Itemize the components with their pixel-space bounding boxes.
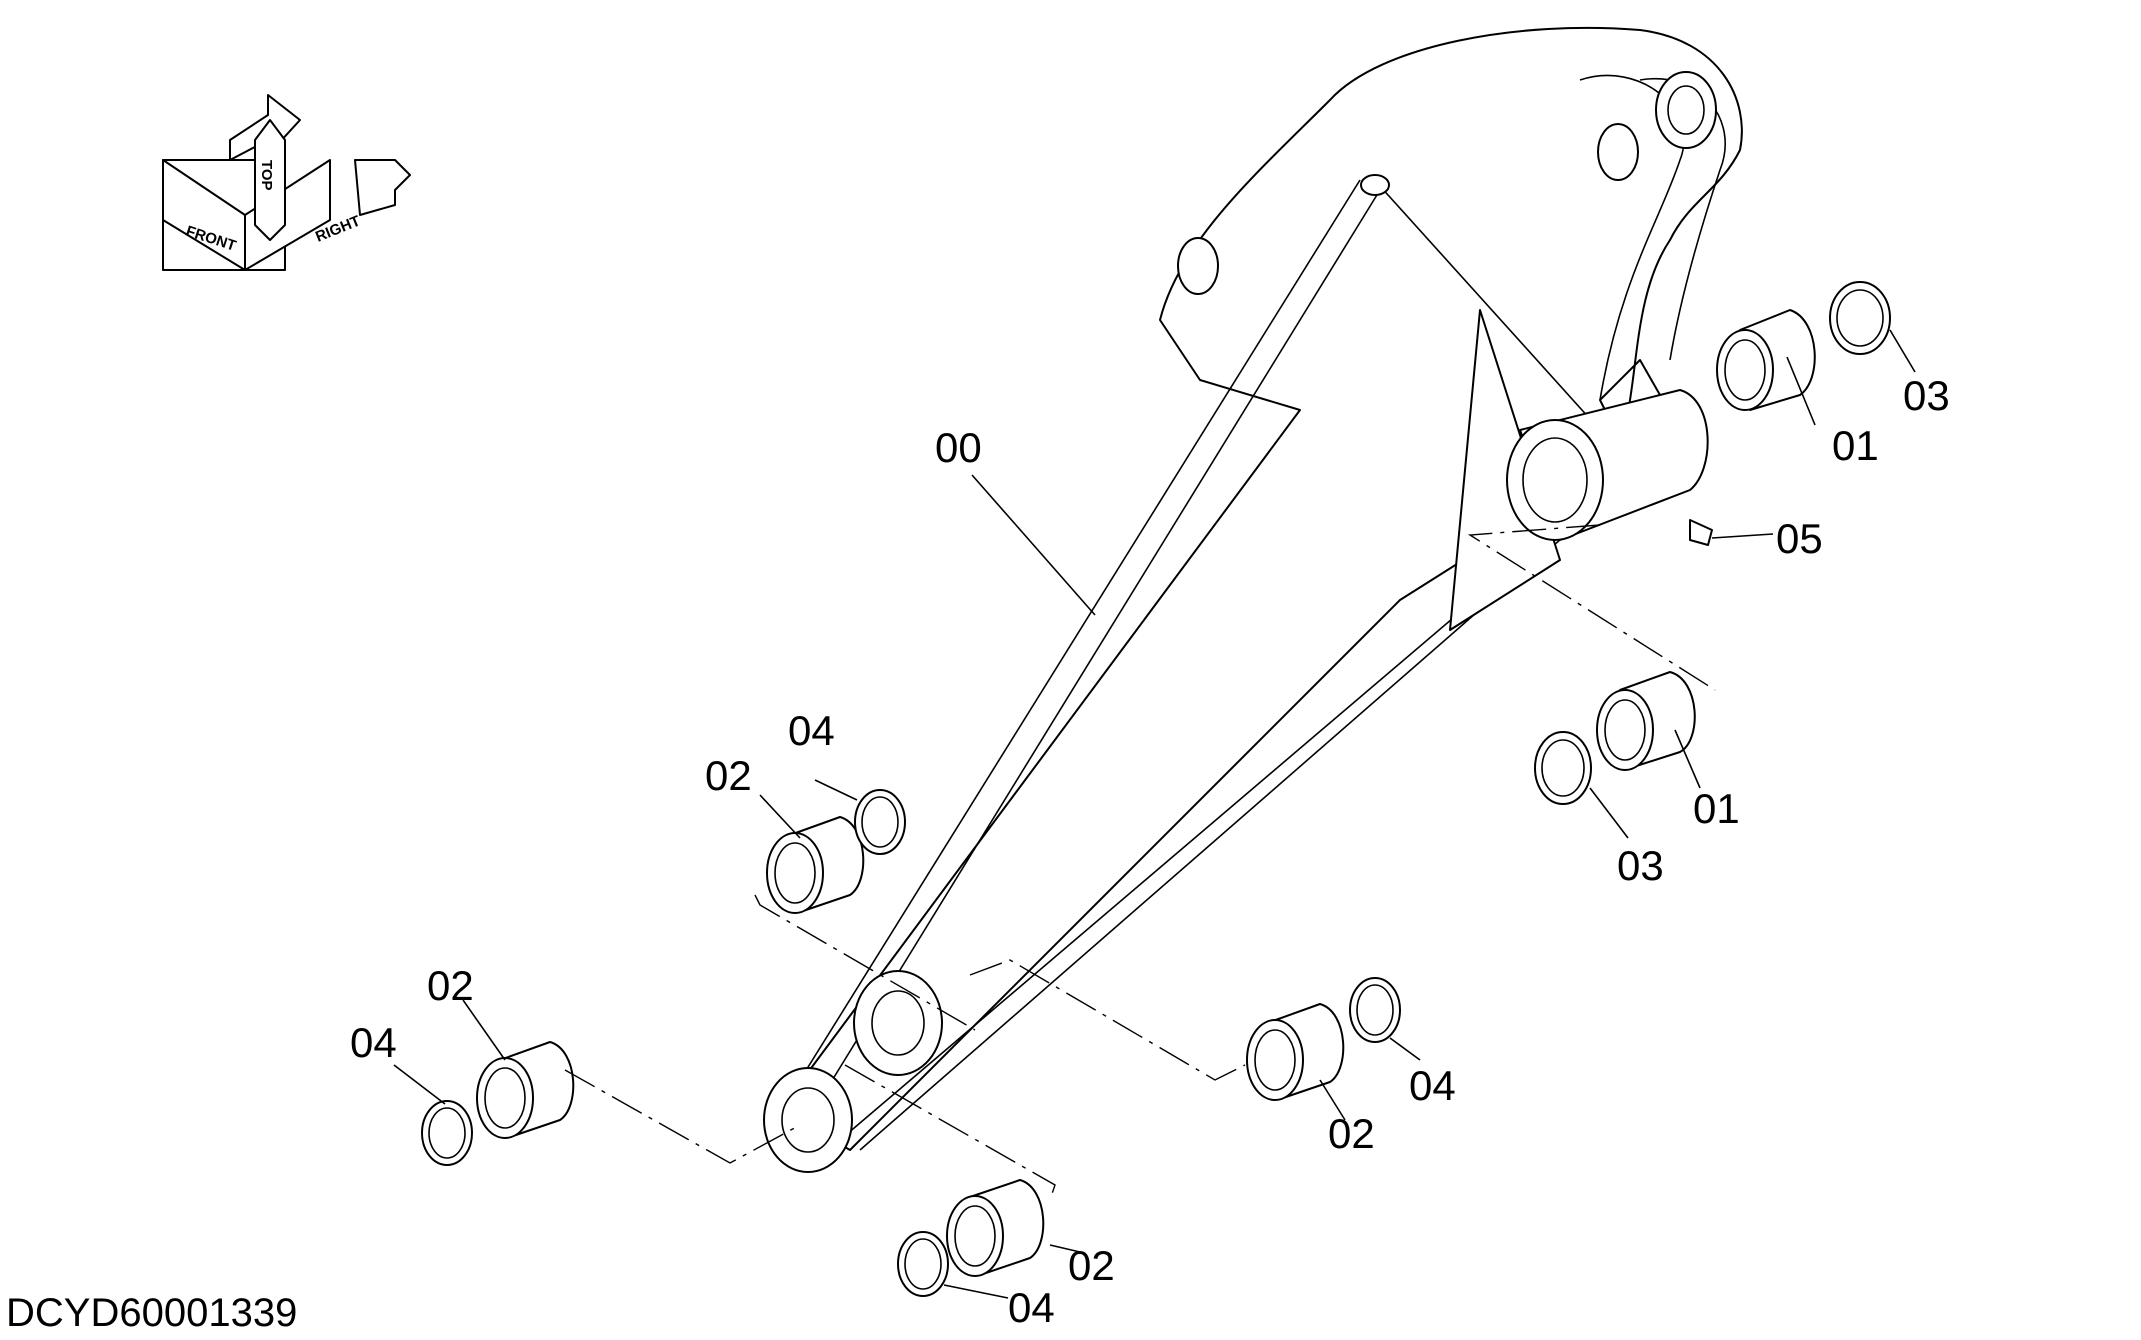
leader-00 xyxy=(971,474,1096,616)
callout-01-upper: 01 xyxy=(1832,422,1879,469)
bushing-right-lower xyxy=(1246,1003,1345,1101)
callout-02-bottom: 02 xyxy=(1068,1242,1115,1289)
callout-04-bottom: 04 xyxy=(1008,1284,1055,1331)
arm-edge-upper-inner xyxy=(819,189,1381,1101)
arm-hole-1 xyxy=(1177,237,1219,295)
callout-labels: 00 01 03 05 01 03 04 02 02 04 02 04 02 0… xyxy=(350,372,1950,1331)
leader-02-right xyxy=(1319,1079,1346,1121)
callout-03-upper: 03 xyxy=(1903,372,1950,419)
bushing-upper-right xyxy=(1716,309,1816,411)
leader-05 xyxy=(1711,533,1774,539)
shim-left-lower xyxy=(421,1100,473,1166)
bushing-right-middle xyxy=(1596,671,1696,771)
arm-boss-upper xyxy=(853,970,943,1076)
shim-upper-right xyxy=(1829,281,1891,355)
arm-top-lug xyxy=(1360,174,1390,196)
callout-02-right: 02 xyxy=(1328,1110,1375,1157)
callout-02-left: 02 xyxy=(427,962,474,1009)
arrow-right-icon xyxy=(354,159,411,216)
shim-right-middle xyxy=(1534,731,1592,805)
callout-00: 00 xyxy=(935,424,982,471)
shim-left-upper xyxy=(854,789,906,855)
callout-01-lower: 01 xyxy=(1693,785,1740,832)
bushing-left-lower xyxy=(476,1041,575,1139)
callout-04-right: 04 xyxy=(1409,1062,1456,1109)
arm-boss-lower-bore xyxy=(781,1087,835,1153)
callout-04-left: 04 xyxy=(350,1019,397,1066)
leader-01-lower xyxy=(1674,729,1701,789)
arm-assembly xyxy=(763,26,1743,1173)
callout-03-lower: 03 xyxy=(1617,842,1664,889)
leader-04-bottom xyxy=(943,1284,1009,1299)
arm-edge-upper xyxy=(799,179,1361,1081)
leader-04-left xyxy=(393,1064,446,1105)
arm-gusset xyxy=(1449,309,1561,631)
arm-hub-bore-inner xyxy=(1522,437,1588,523)
orientation-face-top xyxy=(254,119,286,241)
arm-hole-3-inner xyxy=(1667,85,1705,135)
bushing-bottom xyxy=(946,1179,1045,1277)
leader-04-right xyxy=(1389,1037,1421,1061)
orientation-indicator: FRONT TOP RIGHT xyxy=(162,94,411,271)
arm-plate-curve xyxy=(1579,74,1685,401)
arm-hole-2 xyxy=(1597,123,1639,181)
arm-boss-lower xyxy=(763,1067,853,1173)
leader-02-bottom xyxy=(1049,1244,1081,1253)
shim-bottom xyxy=(897,1231,949,1297)
leader-lines xyxy=(393,329,1916,1299)
arm-body xyxy=(779,26,1743,1151)
leader-03-lower xyxy=(1589,787,1629,839)
bushing-left-upper xyxy=(766,816,865,914)
leader-01-upper xyxy=(1786,356,1816,426)
arm-web-edge xyxy=(1369,174,1601,431)
drawing-code: DCYD60001339 xyxy=(6,1291,297,1335)
orientation-face-right xyxy=(244,159,331,271)
callout-05: 05 xyxy=(1776,515,1823,562)
leader-02-left xyxy=(462,999,506,1061)
callout-02-upper-left: 02 xyxy=(705,752,752,799)
leader-02-upper-left xyxy=(759,794,801,839)
orientation-top-label: TOP xyxy=(258,160,275,191)
grease-fitting-icon xyxy=(1689,519,1713,546)
shim-right-lower xyxy=(1349,977,1401,1043)
arm-hub-bore xyxy=(1506,419,1604,541)
assembly-centerlines xyxy=(564,524,1716,1201)
arm-hole-3 xyxy=(1655,71,1717,149)
leader-04-upper-left xyxy=(814,779,858,801)
leader-03-upper xyxy=(1889,329,1916,373)
arm-boss-upper-bore xyxy=(871,990,925,1056)
callout-04-upper-left: 04 xyxy=(788,707,835,754)
